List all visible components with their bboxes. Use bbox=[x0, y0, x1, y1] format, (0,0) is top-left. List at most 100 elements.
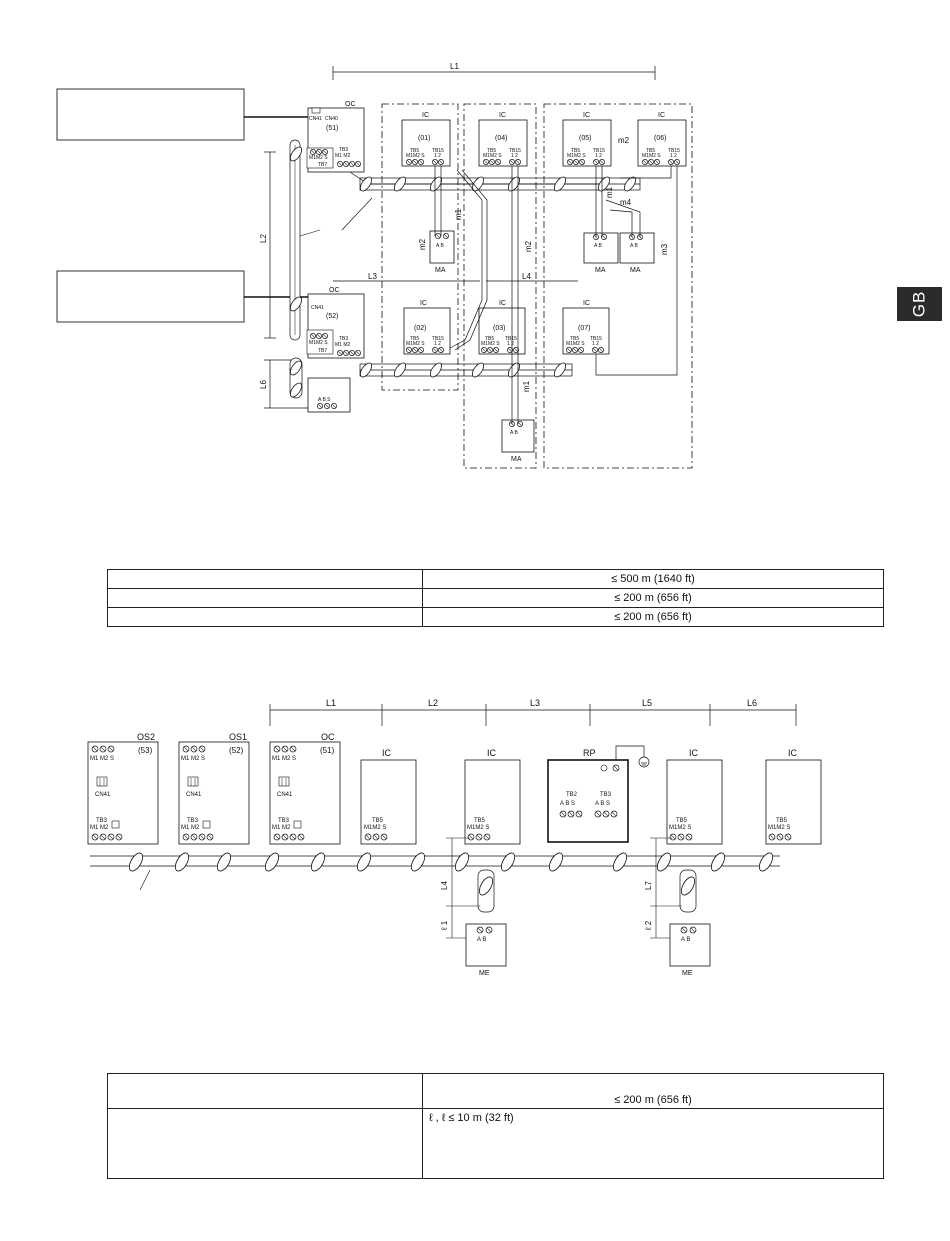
svg-text:TB5: TB5 bbox=[646, 148, 655, 154]
svg-text:1 2: 1 2 bbox=[434, 341, 441, 347]
svg-text:A B: A B bbox=[477, 937, 486, 943]
svg-text:TB7: TB7 bbox=[318, 162, 327, 168]
svg-text:M1M2 S: M1M2 S bbox=[309, 340, 328, 346]
svg-text:(03): (03) bbox=[493, 325, 505, 332]
indoor-unit-05: IC (05) TB5 M1M2 S TB15 1 2 bbox=[562, 112, 612, 167]
svg-text:M1M2 S: M1M2 S bbox=[566, 341, 585, 347]
dim2-L3: L3 bbox=[530, 698, 540, 708]
indoor-unit-01: IC (01) TB5 M1M2 S TB15 1 2 bbox=[401, 112, 451, 167]
svg-text:1 2: 1 2 bbox=[592, 341, 599, 347]
svg-text:TB15: TB15 bbox=[509, 148, 521, 154]
svg-text:IC: IC bbox=[583, 300, 590, 307]
svg-text:M1 M2 S: M1 M2 S bbox=[90, 756, 114, 762]
dim2-L6: L6 bbox=[747, 698, 757, 708]
svg-text:M1 M2: M1 M2 bbox=[272, 825, 291, 831]
indoor-unit-02: IC (02) TB5 M1M2 S TB15 1 2 bbox=[403, 300, 451, 355]
svg-text:IC: IC bbox=[487, 748, 497, 758]
spec-table-1: ≤ 500 m (1640 ft) ≤ 200 m (656 ft) ≤ 200… bbox=[107, 569, 884, 627]
indoor-unit-04: IC (04) TB5 M1M2 S TB15 1 2 bbox=[478, 112, 528, 167]
svg-text:1 2: 1 2 bbox=[434, 153, 441, 159]
svg-text:TB5: TB5 bbox=[487, 148, 496, 154]
svg-text:M1M2 S: M1M2 S bbox=[567, 153, 586, 159]
svg-text:TB5: TB5 bbox=[410, 336, 419, 342]
svg-text:IC: IC bbox=[382, 748, 392, 758]
svg-text:TB5: TB5 bbox=[485, 336, 494, 342]
wire-m2-b: m2 bbox=[524, 240, 533, 252]
svg-text:CN41: CN41 bbox=[311, 305, 324, 311]
dim-L4: L4 bbox=[522, 272, 531, 281]
svg-text:1 2: 1 2 bbox=[670, 153, 677, 159]
svg-text:TB3: TB3 bbox=[187, 818, 199, 824]
dim-L3: L3 bbox=[368, 272, 377, 281]
dim2-L4: L4 bbox=[440, 881, 449, 890]
svg-text:TB5: TB5 bbox=[372, 818, 384, 824]
ma-remote-2: A B MA bbox=[583, 232, 619, 274]
svg-text:M1M2 S: M1M2 S bbox=[768, 825, 790, 831]
svg-text:TB5: TB5 bbox=[570, 336, 579, 342]
wire-m4: m4 bbox=[620, 198, 632, 207]
svg-text:IC: IC bbox=[689, 748, 699, 758]
outdoor-label-box-1 bbox=[56, 88, 245, 141]
svg-text:IC: IC bbox=[499, 112, 506, 119]
me-remote-2: A B ME bbox=[669, 869, 711, 977]
svg-text:A B S: A B S bbox=[318, 397, 331, 403]
svg-text:IC: IC bbox=[499, 300, 506, 307]
svg-text:MA: MA bbox=[511, 456, 522, 463]
svg-text:M1M2 S: M1M2 S bbox=[467, 825, 489, 831]
svg-text:M1M2 S: M1M2 S bbox=[483, 153, 502, 159]
svg-text:OC: OC bbox=[345, 101, 356, 108]
svg-text:TB15: TB15 bbox=[505, 336, 517, 342]
wiring-diagram-top: L1 L2 L6 L3 L4 OC CN41 CN40 (51) M1M2 S … bbox=[56, 62, 693, 469]
svg-text:TB5: TB5 bbox=[676, 818, 688, 824]
spec-table-2: ≤ 200 m (656 ft) ℓ , ℓ ≤ 10 m (32 ft) bbox=[107, 1073, 884, 1179]
svg-text:A B S: A B S bbox=[595, 801, 610, 807]
svg-text:M1M2 S: M1M2 S bbox=[309, 155, 328, 161]
svg-text:TB15: TB15 bbox=[590, 336, 602, 342]
svg-text:CN41: CN41 bbox=[309, 116, 322, 122]
svg-text:OS1: OS1 bbox=[229, 732, 247, 742]
indoor-unit-07: IC (07) TB5 M1M2 S TB15 1 2 bbox=[562, 300, 610, 355]
svg-text:TB2: TB2 bbox=[566, 792, 578, 798]
indoor-unit-ic-1: IC TB5 M1M2 S bbox=[360, 748, 417, 845]
dim-L6: L6 bbox=[259, 380, 268, 389]
wire-m1-b: m1 bbox=[605, 186, 614, 198]
svg-text:(51): (51) bbox=[320, 746, 335, 755]
svg-text:TB3: TB3 bbox=[96, 818, 108, 824]
svg-text:TB15: TB15 bbox=[432, 148, 444, 154]
transmission-cable-top bbox=[349, 171, 641, 191]
svg-text:IC: IC bbox=[422, 112, 429, 119]
svg-text:A B: A B bbox=[681, 937, 690, 943]
svg-text:IC: IC bbox=[788, 748, 798, 758]
svg-text:M1 M2 S: M1 M2 S bbox=[272, 756, 296, 762]
svg-text:(05): (05) bbox=[579, 135, 591, 142]
wire-m1-a: m1 bbox=[454, 208, 463, 220]
outdoor-unit-oc: OC M1 M2 S (51) CN41 TB3 M1 M2 bbox=[269, 732, 341, 845]
svg-text:1 2: 1 2 bbox=[507, 341, 514, 347]
indoor-unit-03: IC (03) TB5 M1M2 S TB15 1 2 bbox=[478, 300, 526, 355]
remote-bottom-left: A B S bbox=[307, 377, 351, 413]
svg-text:TB5: TB5 bbox=[571, 148, 580, 154]
svg-text:IC: IC bbox=[583, 112, 590, 119]
svg-text:(52): (52) bbox=[229, 746, 244, 755]
svg-text:A B: A B bbox=[630, 243, 638, 249]
wire-m1-c: m1 bbox=[522, 380, 531, 392]
wire-m2-a: m2 bbox=[418, 238, 427, 250]
svg-text:ME: ME bbox=[479, 970, 490, 977]
indoor-unit-06: IC (06) TB5 M1M2 S TB15 1 2 bbox=[637, 112, 687, 167]
ma-remote-1: A B MA bbox=[429, 230, 455, 274]
svg-text:M1M2 S: M1M2 S bbox=[642, 153, 661, 159]
dim-L2: L2 bbox=[259, 234, 268, 243]
svg-text:(51): (51) bbox=[326, 125, 338, 132]
svg-text:M1 M2: M1 M2 bbox=[335, 342, 351, 348]
svg-text:TB5: TB5 bbox=[776, 818, 788, 824]
svg-text:M1M2 S: M1M2 S bbox=[669, 825, 691, 831]
svg-text:1 2: 1 2 bbox=[595, 153, 602, 159]
svg-text:A B: A B bbox=[510, 430, 518, 436]
svg-text:M1 M2 S: M1 M2 S bbox=[181, 756, 205, 762]
svg-text:MA: MA bbox=[435, 267, 446, 274]
svg-text:OC: OC bbox=[329, 287, 340, 294]
svg-text:TB15: TB15 bbox=[593, 148, 605, 154]
svg-text:(04): (04) bbox=[495, 135, 507, 142]
svg-text:ME: ME bbox=[682, 970, 693, 977]
svg-text:(01): (01) bbox=[418, 135, 430, 142]
